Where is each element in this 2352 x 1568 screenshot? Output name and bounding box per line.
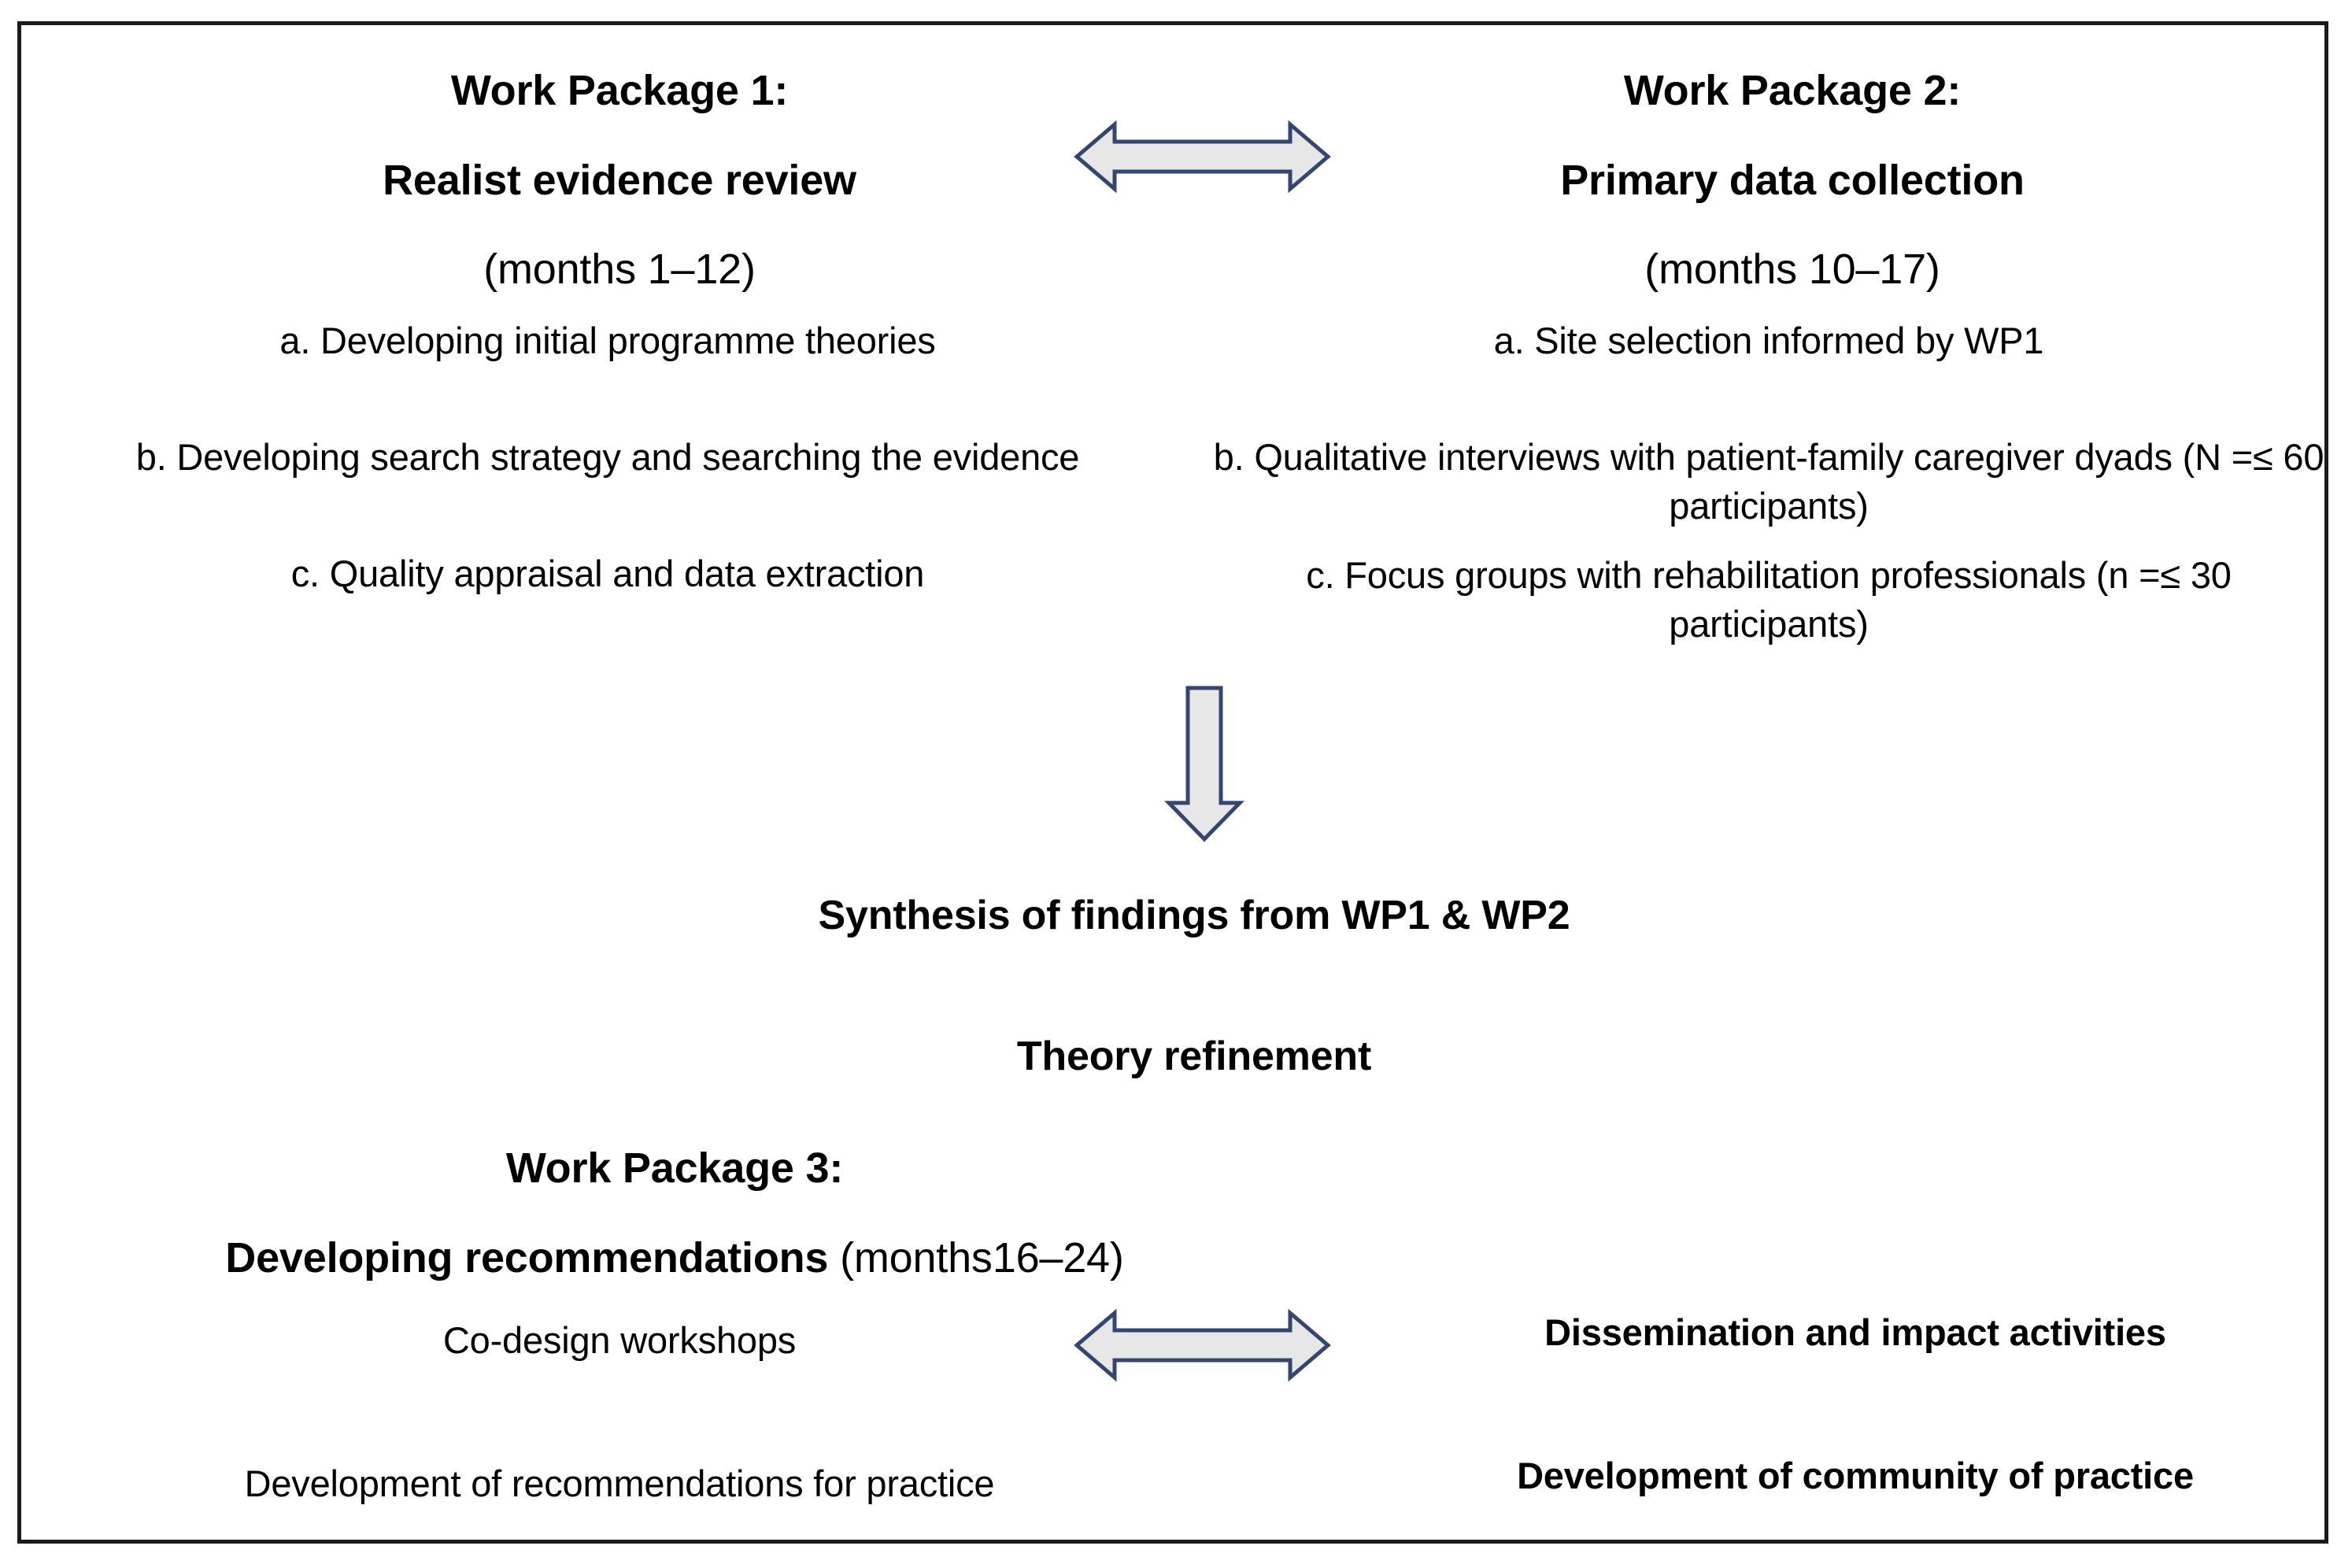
work-package-3-right-items: Dissemination and impact activities Deve… xyxy=(1391,1308,2320,1500)
work-package-3-header: Work Package 3: Developing recommendatio… xyxy=(155,1108,1194,1319)
wp2-item-b: b. Qualitative interviews with patient-f… xyxy=(1213,436,2324,527)
wp1-title-line1: Work Package 1: xyxy=(450,67,789,115)
wp1-item-a: a. Developing initial programme theories xyxy=(279,320,936,361)
wp3-title-line1: Work Package 3: xyxy=(505,1145,844,1193)
down-arrow-svg xyxy=(1164,686,1244,842)
wp3-title-line2-bold: Developing recommendations xyxy=(225,1233,829,1281)
double-headed-arrow-icon xyxy=(1074,1302,1331,1389)
spacer xyxy=(1391,1357,2320,1452)
wp1-item-c: c. Quality appraisal and data extraction xyxy=(290,553,925,595)
wp3-left-item-2: Development of recommendations for pract… xyxy=(244,1463,995,1505)
wp1-title-line2: Realist evidence review xyxy=(383,156,856,204)
work-package-1-items: a. Developing initial programme theories… xyxy=(37,316,1178,598)
wp2-title-line2: Primary data collection xyxy=(1560,156,2025,204)
down-arrow-icon xyxy=(1161,685,1248,842)
wp3-left-item-1: Co-design workshops xyxy=(442,1319,797,1361)
spacer xyxy=(1210,365,2328,433)
synthesis-line-1: Synthesis of findings from WP1 & WP2 xyxy=(818,893,1570,939)
spacer xyxy=(604,976,1784,997)
double-headed-arrow-svg xyxy=(1074,120,1331,194)
wp3-right-item-2: Development of community of practice xyxy=(1517,1455,2194,1497)
work-package-3-left-items: Co-design workshops Development of recom… xyxy=(116,1316,1123,1508)
synthesis-block: Synthesis of findings from WP1 & WP2 The… xyxy=(604,856,1784,1117)
spacer xyxy=(37,365,1178,433)
work-package-2-items: a. Site selection informed by WP1 b. Qua… xyxy=(1210,316,2328,649)
spacer xyxy=(1210,531,2328,551)
work-package-1-header: Work Package 1: Realist evidence review … xyxy=(257,30,982,331)
wp1-item-b: b. Developing search strategy and search… xyxy=(135,436,1080,479)
wp2-item-c: c. Focus groups with rehabilitation prof… xyxy=(1306,554,2232,645)
synthesis-line-2: Theory refinement xyxy=(1016,1034,1372,1080)
wp3-right-item-1: Dissemination and impact activities xyxy=(1544,1311,2166,1353)
wp2-months: (months 10–17) xyxy=(1644,246,1940,294)
spacer xyxy=(37,482,1178,549)
wp2-item-a: a. Site selection informed by WP1 xyxy=(1493,320,2044,361)
wp1-months: (months 1–12) xyxy=(483,246,756,294)
wp3-title-line2: Developing recommendations (months16–24) xyxy=(155,1230,1194,1286)
double-headed-arrow-svg xyxy=(1074,1308,1331,1382)
wp3-months: (months16–24) xyxy=(828,1233,1124,1281)
work-package-2-header: Work Package 2: Primary data collection … xyxy=(1422,30,2162,331)
spacer xyxy=(116,1365,1123,1459)
diagram-frame: Work Package 1: Realist evidence review … xyxy=(17,21,2328,1544)
wp2-title-line1: Work Package 2: xyxy=(1623,67,1962,115)
double-headed-arrow-icon xyxy=(1074,113,1331,200)
